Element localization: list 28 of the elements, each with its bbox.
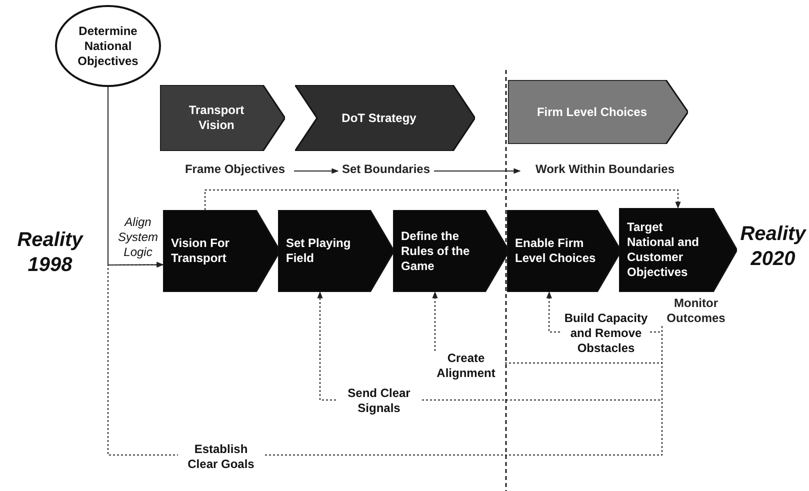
chevron-label: Transport Vision — [188, 103, 246, 133]
process-box — [278, 210, 394, 292]
phase-box — [295, 85, 475, 151]
chevron-label: Vision For Transport — [171, 236, 230, 266]
phase-box — [160, 85, 285, 151]
process-box — [393, 210, 509, 292]
step-text: Work Within Boundaries — [520, 162, 690, 180]
step-text: Monitor Outcomes — [656, 296, 736, 326]
chevron-label: DoT Strategy — [342, 110, 416, 126]
process-box — [163, 210, 280, 292]
chevron-label: Enable Firm Level Choices — [515, 236, 597, 266]
reality-label: Reality 2020 — [739, 222, 808, 272]
arrow — [108, 86, 164, 268]
arrow — [204, 190, 681, 210]
edge-label: Send Clear Signals — [336, 385, 422, 417]
arrow — [294, 168, 339, 174]
chevron-label: Target National and Customer Objectives — [627, 220, 700, 280]
step-text: Set Boundaries — [338, 162, 434, 180]
phase-box — [508, 80, 688, 144]
chevron-label: Set Playing Field — [286, 236, 352, 266]
process-box — [619, 208, 737, 292]
step-text: Frame Objectives — [176, 162, 294, 180]
chevron-label: Firm Level Choices — [536, 104, 648, 120]
reality-label: Reality 1998 — [16, 228, 84, 278]
chevron-label: Define the Rules of the Game — [401, 228, 471, 274]
process-box — [507, 210, 621, 292]
objective-ellipse: Determine National Objectives — [55, 5, 161, 87]
arrow — [434, 168, 521, 174]
